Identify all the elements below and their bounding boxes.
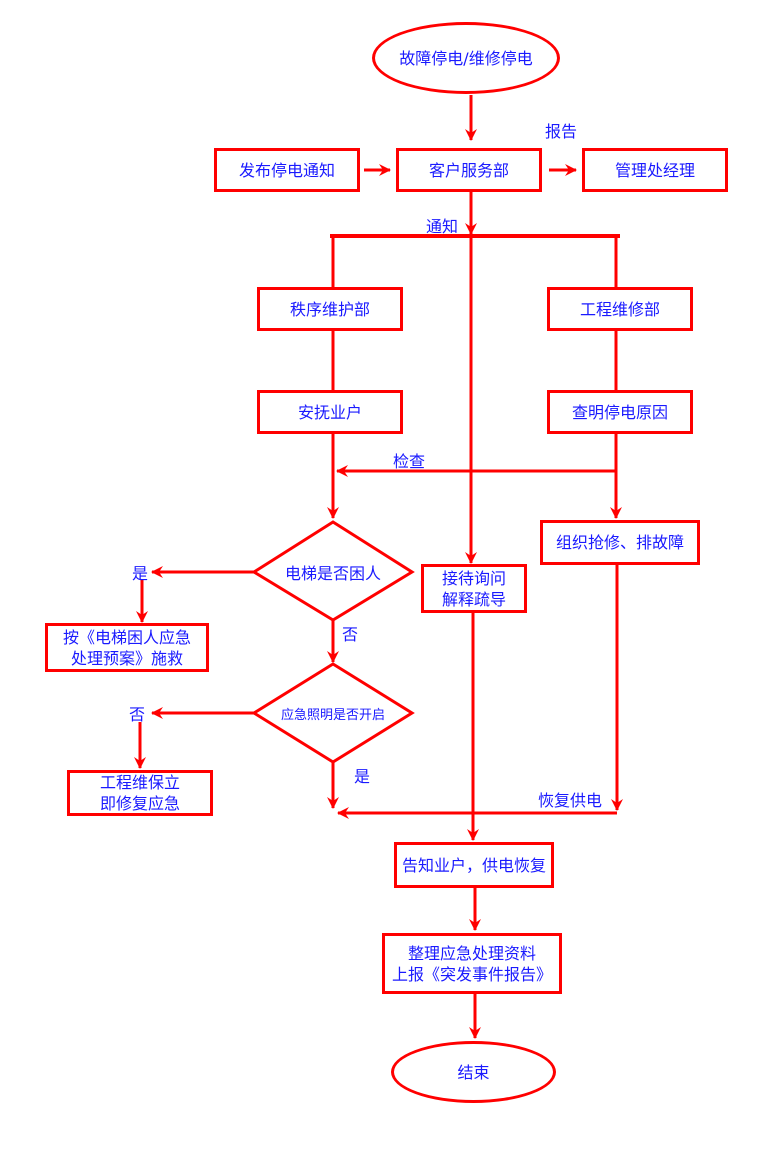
report-line-2: 上报《突发事件报告》 — [391, 964, 552, 984]
label-restore-power: 恢复供电 — [538, 791, 603, 810]
manager-box: 管理处经理 — [582, 148, 728, 192]
engfix-line-1: 工程维保立 — [99, 773, 180, 792]
customer-service-box: 客户服务部 — [396, 148, 542, 192]
end-node: 结束 — [391, 1041, 556, 1103]
plan-line-2: 处理预案》施救 — [70, 648, 183, 668]
elevator-decision-label: 电梯是否困人 — [284, 564, 381, 583]
decision-elevator-shape — [251, 520, 415, 622]
organize-repair-box: 组织抢修、排故障 — [540, 520, 700, 565]
label-no-elevator: 否 — [342, 625, 359, 644]
engineering-dept-box: 工程维修部 — [547, 287, 693, 331]
report-line-1: 整理应急处理资料 — [407, 943, 536, 963]
inform-residents-box: 告知业户，供电恢复 — [394, 842, 554, 888]
engineering-fix-box: 工程维保立 即修复应急 — [67, 770, 213, 816]
reception-line-1: 接待询问 — [441, 568, 506, 588]
label-yes-elevator: 是 — [132, 564, 149, 583]
label-no-lighting: 否 — [129, 705, 146, 724]
label-check: 检查 — [393, 452, 426, 471]
label-notify: 通知 — [426, 217, 459, 236]
lighting-decision-label: 应急照明是否开启 — [280, 707, 385, 723]
find-cause-box: 查明停电原因 — [547, 390, 693, 434]
plan-line-1: 按《电梯困人应急 — [62, 627, 191, 647]
start-node: 故障停电/维修停电 — [372, 22, 560, 94]
label-yes-lighting: 是 — [354, 767, 371, 786]
decision-lighting-shape — [251, 662, 415, 764]
engfix-line-2: 即修复应急 — [99, 794, 180, 813]
elevator-plan-box: 按《电梯困人应急 处理预案》施救 — [45, 623, 209, 672]
order-dept-box: 秩序维护部 — [257, 287, 403, 331]
reception-line-2: 解释疏导 — [441, 589, 506, 609]
label-report: 报告 — [545, 122, 578, 141]
report-box: 整理应急处理资料 上报《突发事件报告》 — [382, 933, 562, 994]
publish-notice-box: 发布停电通知 — [214, 148, 360, 192]
comfort-residents-box: 安抚业户 — [257, 390, 403, 434]
reception-box: 接待询问 解释疏导 — [421, 564, 527, 613]
